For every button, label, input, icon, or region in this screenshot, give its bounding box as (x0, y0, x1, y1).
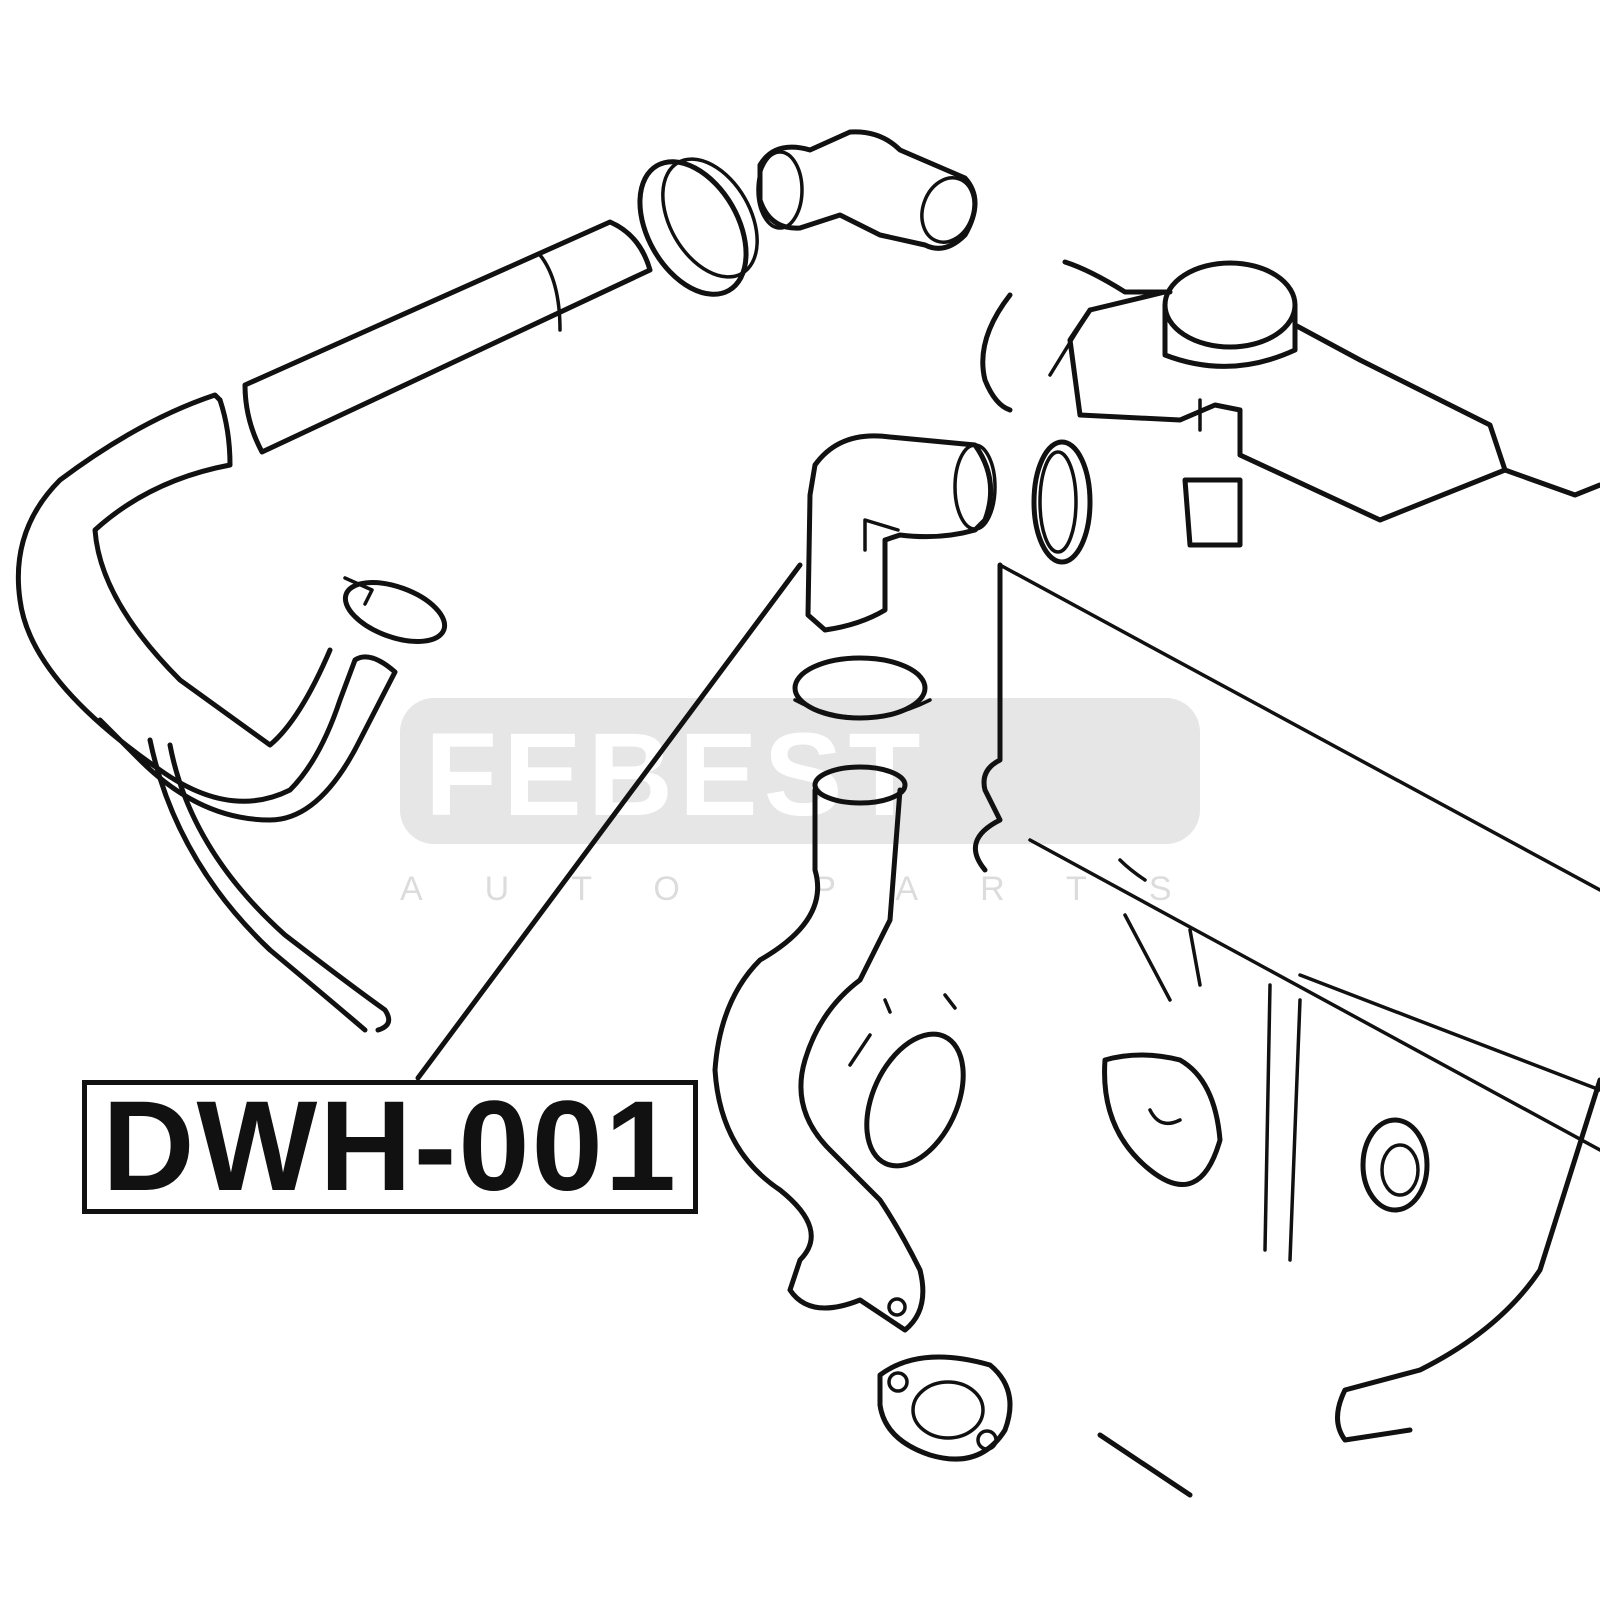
water-outlet-pipe (712, 764, 966, 1333)
gasket (877, 1354, 1013, 1462)
watermark-tagline: AUTO PARTS (400, 870, 1234, 908)
leader-line (415, 562, 803, 1081)
watermark-brand: FEBEST (425, 709, 927, 841)
engine-block (973, 562, 1600, 1498)
radiator-housing (1048, 259, 1600, 548)
assembly-arrow-icon (980, 292, 1013, 413)
elbow-hose-dwh-001 (805, 433, 997, 633)
part-number-label: DWH-001 (82, 1080, 698, 1214)
top-elbow-pipe (756, 129, 978, 251)
hose-clamp-right (1031, 439, 1093, 565)
upper-hose (15, 219, 653, 823)
bypass-tube (147, 737, 392, 1033)
hose-clamp-top (637, 157, 759, 297)
hose-clamp-middle (792, 655, 932, 721)
hose-clamp-left (342, 576, 448, 644)
part-number-text: DWH-001 (102, 1075, 678, 1218)
